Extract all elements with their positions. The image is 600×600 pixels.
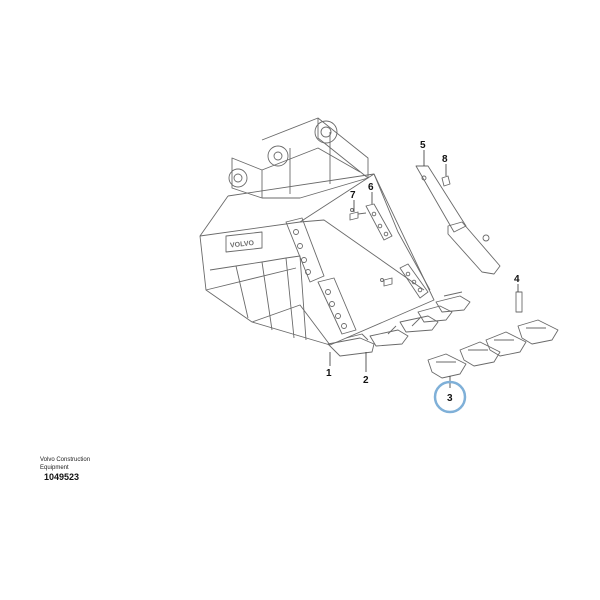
callout-1: 1 [326, 368, 332, 379]
part-6-wear-plate [365, 203, 393, 241]
callout-5: 5 [420, 140, 426, 151]
bucket-body: VOLVO [199, 117, 435, 346]
part-3-teeth [427, 319, 559, 379]
callout-3: 3 [447, 393, 453, 404]
highlight-circle [433, 380, 467, 414]
part-8-bolt [441, 175, 451, 187]
part-5-side-cutter [415, 165, 501, 275]
mounted-side-cutter-lower [317, 277, 357, 335]
wear-plate-lower [383, 263, 429, 299]
leader-lines [329, 150, 519, 388]
bucket-logo-text: VOLVO [230, 240, 255, 250]
part-7-bolt [349, 211, 367, 221]
caption-company: Volvo Construction Equipment [40, 457, 91, 471]
caption-code: 1049523 [44, 472, 80, 482]
callout-8: 8 [442, 154, 448, 165]
mounted-teeth-row [327, 291, 471, 357]
callout-7: 7 [350, 190, 356, 201]
callout-6: 6 [368, 182, 374, 193]
callout-4: 4 [514, 274, 520, 285]
callout-2: 2 [363, 375, 369, 386]
mounted-side-cutter-upper [285, 217, 325, 283]
part-4-pin [515, 291, 523, 313]
